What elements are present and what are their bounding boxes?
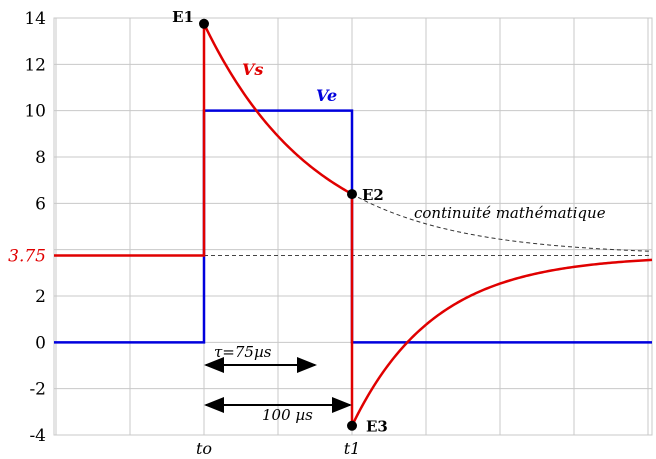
y-tick-label: 0	[35, 333, 46, 353]
point-label-E2: E2	[362, 186, 384, 204]
x-tick-label-t1: t1	[344, 439, 361, 458]
continuation-annotation: continuité mathématique	[414, 204, 606, 222]
point-E1	[199, 18, 209, 29]
continuation-curve	[351, 193, 653, 252]
y-tick-label: 14	[24, 9, 46, 29]
point-E3	[347, 420, 357, 431]
series-vs-line	[54, 23, 653, 427]
x-tick-label-to: to	[196, 439, 212, 458]
duration-annotation: 100 µs	[262, 406, 313, 424]
y-tick-label: 12	[24, 55, 46, 75]
series-ve-label: Ve	[316, 86, 337, 105]
point-label-E3: E3	[366, 418, 388, 436]
y-tick-label: 2	[35, 287, 46, 307]
time-arrows	[204, 357, 352, 413]
plot-frame	[53, 17, 653, 436]
y-tick-label: 8	[35, 148, 46, 168]
y-tick-label: 10	[24, 102, 46, 122]
y-tick-label: -4	[29, 426, 46, 446]
y-tick-label: -2	[29, 380, 46, 400]
point-label-E1: E1	[172, 8, 194, 26]
y-tick-label: 3.75	[8, 246, 46, 266]
y-tick-label: 6	[35, 194, 46, 214]
point-E2	[347, 189, 357, 200]
series-ve-line	[54, 109, 652, 344]
series-vs-label: Vs	[242, 60, 263, 79]
tau-annotation: τ=75µs	[214, 343, 272, 361]
x-axis-ticks: to t1	[196, 439, 360, 458]
y-axis-ticks: 14 12 10 8 6 3.75 2 0 -2 -4	[8, 9, 46, 446]
